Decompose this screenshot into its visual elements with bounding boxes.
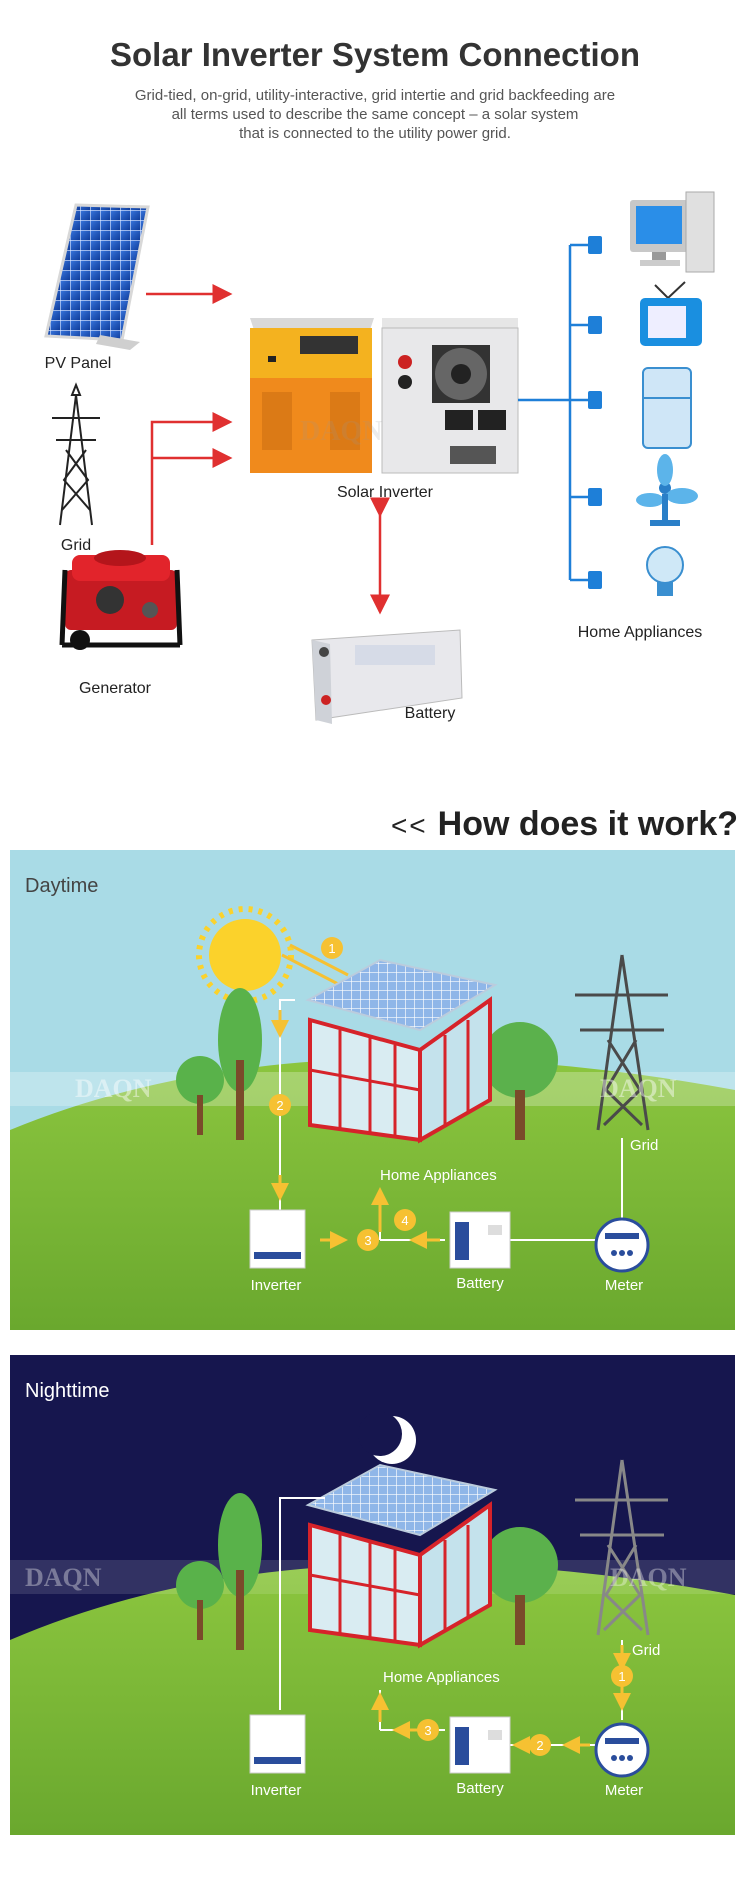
- lightbulb-icon: [646, 546, 684, 596]
- night-step-1: 1: [618, 1669, 625, 1684]
- house-icon: [305, 958, 498, 1144]
- day-step-1: 1: [328, 941, 335, 956]
- generator-icon: [59, 550, 183, 650]
- daytime-panel: [10, 850, 735, 1330]
- day-step-2: 2: [276, 1098, 283, 1113]
- day-meter-label: Meter: [605, 1277, 643, 1294]
- home-appliances-label: Home Appliances: [578, 624, 703, 641]
- battery-label: Battery: [405, 705, 456, 722]
- step-badges-day: [269, 937, 416, 1251]
- output-wiring: [518, 243, 592, 582]
- nighttime-panel: [10, 1355, 735, 1835]
- heading-text: How does it work?: [437, 805, 738, 843]
- meter-icon: [594, 1722, 650, 1778]
- night-meter-label: Meter: [605, 1782, 643, 1799]
- fridge-icon: [642, 367, 692, 449]
- inverter-device-icon: [249, 1209, 306, 1269]
- computer-icon: [630, 191, 715, 273]
- solar-inverter-label: Solar Inverter: [337, 484, 434, 501]
- night-grid-label: Grid: [632, 1642, 660, 1659]
- day-battery-label: Battery: [456, 1275, 504, 1292]
- day-home-appliances-label: Home Appliances: [380, 1167, 497, 1184]
- power-tower-icon: [575, 954, 668, 1131]
- heading-prefix: <<: [390, 810, 428, 841]
- step-badges-night: [417, 1665, 633, 1756]
- night-step-3: 3: [424, 1723, 431, 1738]
- battery-device-icon: [449, 1211, 511, 1269]
- day-grid-label: Grid: [630, 1137, 658, 1154]
- nighttime-label: Nighttime: [25, 1380, 109, 1402]
- inverter-device-icon: [249, 1714, 306, 1774]
- solar-inverter-icon: [250, 318, 519, 474]
- tree-icon: [176, 1493, 558, 1650]
- subtitle-line-1: Grid-tied, on-grid, utility-interactive,…: [134, 87, 616, 104]
- house-icon: [305, 1463, 498, 1649]
- day-step-4: 4: [401, 1213, 408, 1228]
- pv-panel-icon: [44, 203, 150, 350]
- night-battery-label: Battery: [456, 1780, 504, 1797]
- how-does-it-work-heading: << How does it work?: [391, 805, 738, 844]
- subtitle-line-2: all terms used to describe the same conc…: [171, 106, 579, 123]
- tree-icon: [176, 988, 558, 1140]
- meter-icon: [594, 1217, 650, 1273]
- daytime-label: Daytime: [25, 875, 98, 897]
- fan-icon: [636, 454, 698, 526]
- pv-panel-label: PV Panel: [45, 355, 112, 372]
- power-tower-icon: [575, 1459, 668, 1636]
- subtitle-line-3: that is connected to the utility power g…: [239, 125, 511, 142]
- day-inverter-label: Inverter: [251, 1277, 302, 1294]
- watermark: DAQN: [25, 1563, 102, 1592]
- watermark: DAQN: [610, 1563, 687, 1592]
- generator-label: Generator: [79, 680, 152, 697]
- tv-icon: [640, 281, 702, 346]
- battery-icon: [311, 629, 463, 724]
- watermark: DAQN: [300, 416, 382, 447]
- grid-label: Grid: [61, 537, 91, 554]
- watermark: DAQN: [600, 1074, 677, 1103]
- moon-icon: [358, 1412, 416, 1464]
- watermark: DAQN: [75, 1074, 152, 1103]
- day-step-3: 3: [364, 1233, 371, 1248]
- battery-device-icon: [449, 1716, 511, 1774]
- grid-tower-icon: [52, 382, 100, 526]
- plug-icons: [588, 236, 602, 589]
- night-home-appliances-label: Home Appliances: [383, 1669, 500, 1686]
- night-step-2: 2: [536, 1738, 543, 1753]
- night-inverter-label: Inverter: [251, 1782, 302, 1799]
- page-title: Solar Inverter System Connection: [110, 36, 640, 73]
- generator-wire: [150, 412, 233, 545]
